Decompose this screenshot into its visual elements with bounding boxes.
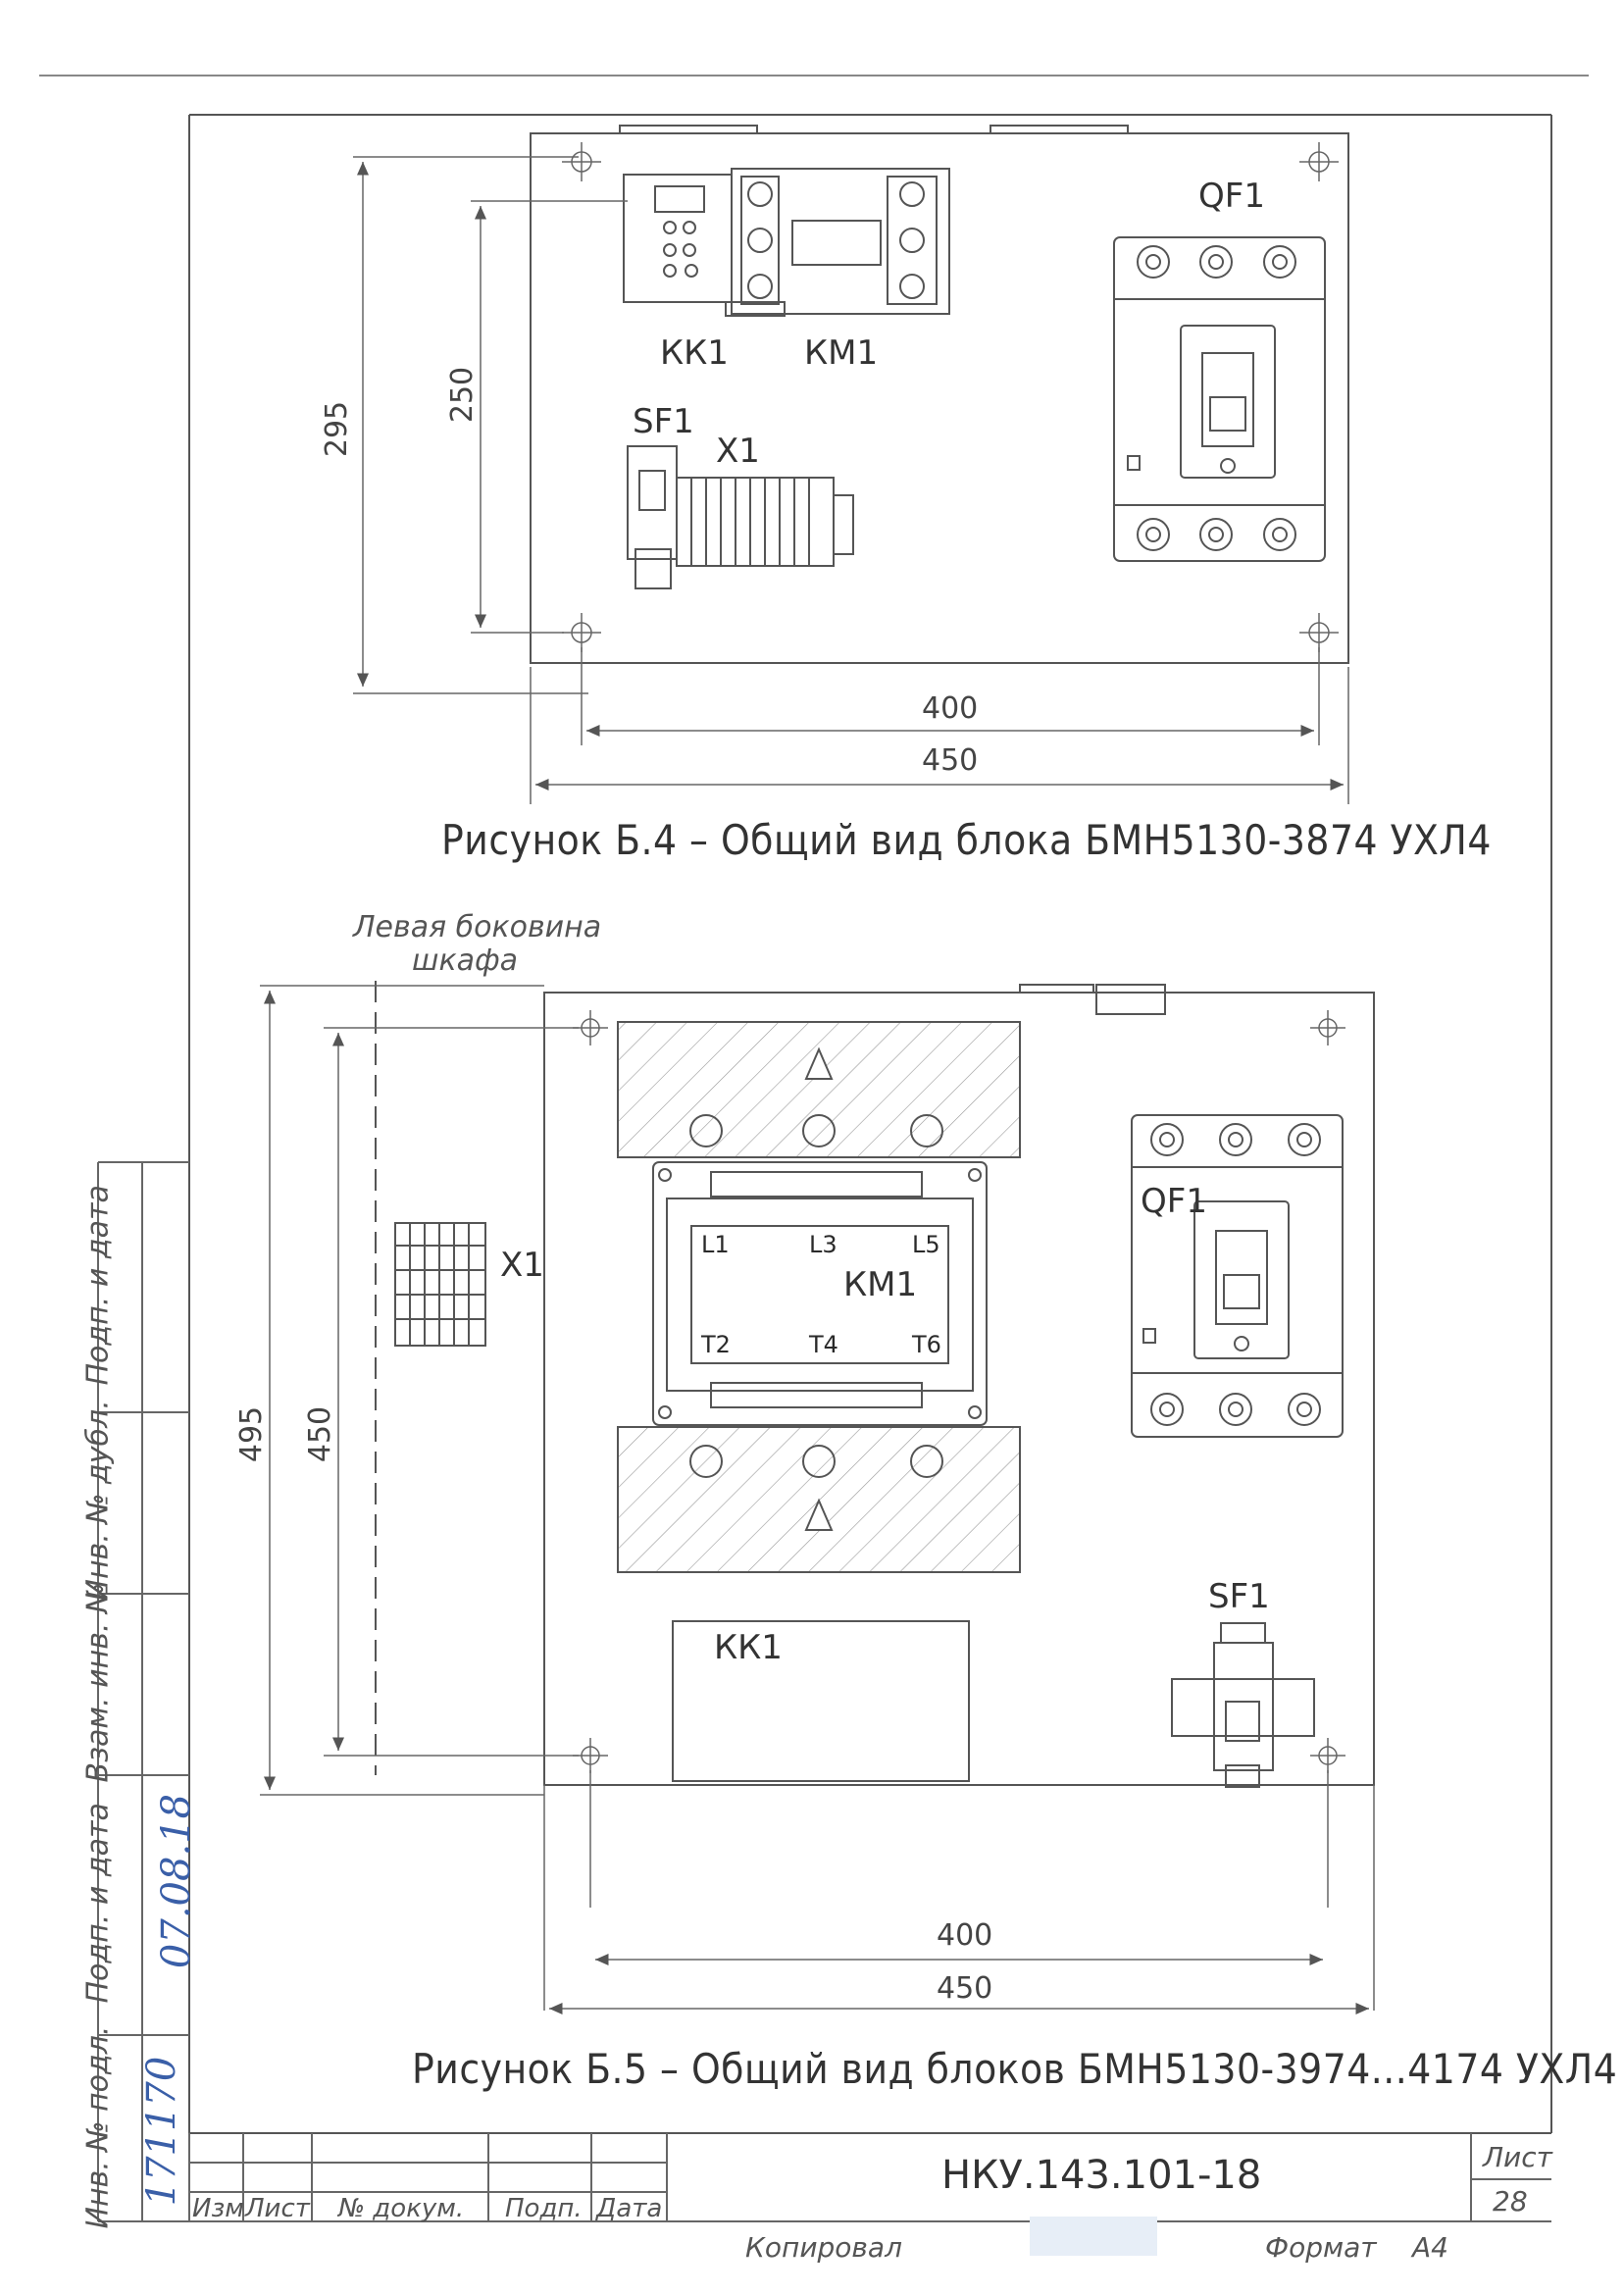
handwritten-inv-number: 171170 [139,2056,184,2207]
side-note-line1: Левая боковина [353,910,602,944]
faint-stamp [1030,2217,1157,2256]
figure-4-dimensions [353,156,1349,804]
tb-podp: Подп. [505,2194,583,2223]
fig5-t4-label: T4 [809,1331,838,1358]
fig5-km1-label: КМ1 [843,1265,918,1304]
fig4-qf1-label: QF1 [1198,177,1265,216]
side-podp-data-1: Подп. и дата [80,1185,116,1386]
tb-list: Лист [245,2194,310,2223]
fig4-x1-label: X1 [716,432,760,471]
figure-5-drawing [260,981,1375,2014]
fig4-dim-250: 250 [445,366,481,424]
fig4-sf1-label: SF1 [633,402,694,441]
fig4-kk1-label: КК1 [660,333,729,373]
figure-4-caption: Рисунок Б.4 – Общий вид блока БМН5130-38… [441,816,1492,864]
fig5-dim-450: 450 [937,1971,993,2006]
figure-4-drawing [353,125,1349,804]
fig5-dim-400: 400 [937,1918,993,1953]
side-inv-podl: Инв. № подл. [80,2025,116,2229]
kk1-relay-outline [672,1620,970,1782]
fig4-dim-400: 400 [922,691,979,726]
side-vzam-inv: Взам. инв. № [80,1582,116,1783]
fig5-sf1-label: SF1 [1208,1577,1270,1616]
fig5-x1-label: X1 [500,1246,544,1285]
fig5-dim-450-vertical: 450 [303,1405,338,1463]
side-inv-dubl: Инв. № дубл. [80,1400,116,1602]
footer-format-value: А4 [1412,2231,1448,2264]
fig4-dim-450: 450 [922,743,979,778]
title-block-grid [188,2133,1551,2222]
figure-5-caption: Рисунок Б.5 – Общий вид блоков БМН5130-3… [412,2045,1618,2093]
side-note-line2: шкафа [412,943,518,978]
fig4-dim-295: 295 [320,400,355,458]
doc-number: НКУ.143.101-18 [941,2153,1262,2198]
sf1-x1-assembly [627,445,854,589]
sheet-number: 28 [1493,2185,1528,2218]
footer-format-label: Формат [1265,2231,1377,2264]
qf1-breaker [1113,236,1326,562]
sheet-label: Лист [1483,2141,1552,2173]
fig5-kk1-label: КК1 [714,1628,783,1667]
km1-contactor-large [652,1161,988,1426]
fig5-l1-label: L1 [701,1231,730,1258]
fig5-dim-495: 495 [234,1405,270,1463]
km1-contactor [725,168,950,317]
figure-5-dimensions [260,985,1375,2014]
fig5-l3-label: L3 [809,1231,837,1258]
sf1-breaker-small [1171,1622,1315,1788]
side-podp-data-2: Подп. и дата [80,1803,116,2004]
tb-dokum: № докум. [338,2194,465,2223]
kk1-relay [623,174,733,303]
drawing-frame [188,114,1552,2134]
tb-izm: Изм [192,2194,244,2223]
tb-data: Дата [596,2194,663,2223]
fig5-t6-label: T6 [912,1331,941,1358]
handwritten-date: 07.08.18 [154,1793,199,1969]
side-stamp-grid [97,1161,189,2222]
fig5-t2-label: T2 [701,1331,731,1358]
fig4-km1-label: КМ1 [804,333,879,373]
fig5-qf1-label: QF1 [1141,1182,1207,1221]
fig5-l5-label: L5 [912,1231,940,1258]
x1-terminal-block [394,1222,486,1347]
footer-copied: Копировал [745,2231,902,2264]
qf1-breaker-large [1131,1114,1344,1438]
